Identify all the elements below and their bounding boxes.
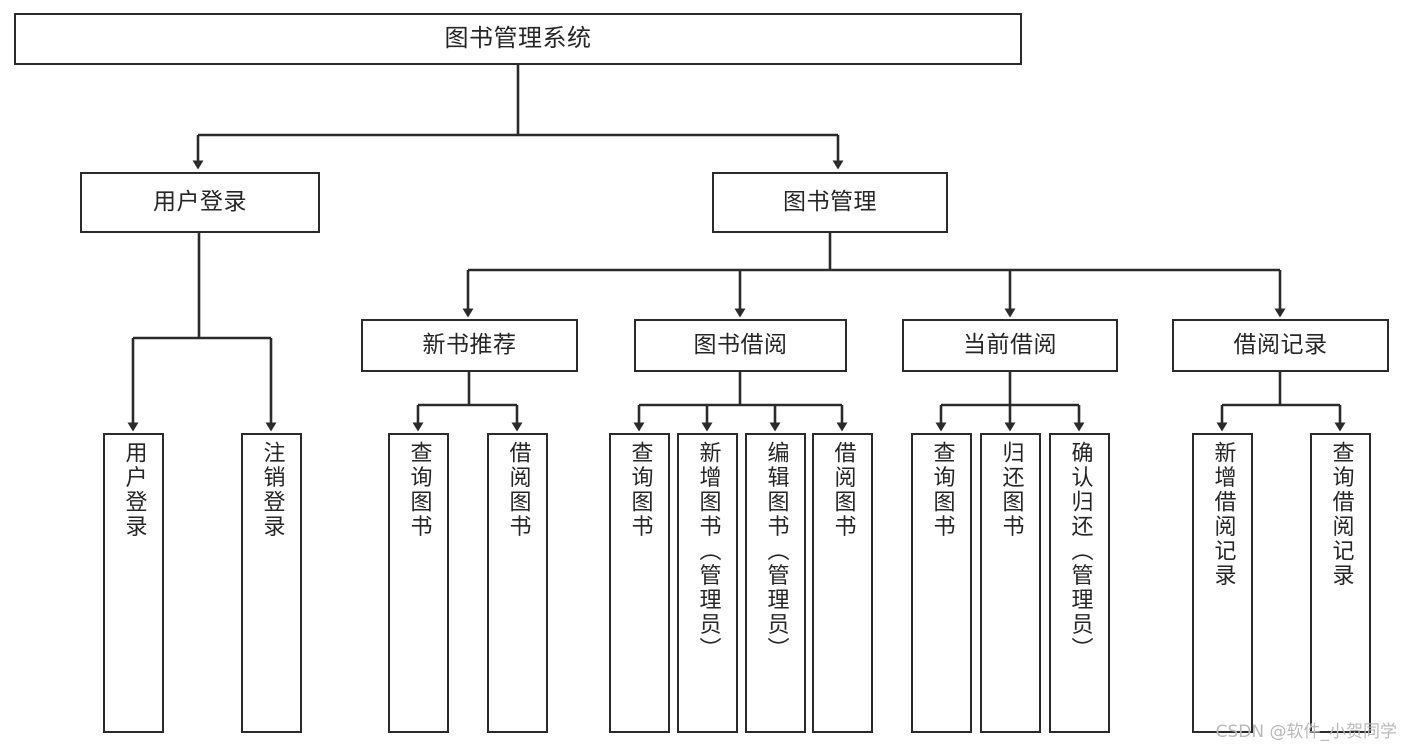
leaf-confirm-return[interactable]: 确认归还（管理员）	[1049, 433, 1110, 733]
node-current-borrow-label: 当前借阅	[963, 332, 1057, 359]
leaf-query-record-label: 查询借阅记录	[1328, 441, 1354, 588]
leaf-query-book-1[interactable]: 查询图书	[388, 433, 449, 733]
leaf-borrow-book-2-label: 借阅图书	[830, 441, 856, 539]
leaf-borrow-book-1-label: 借阅图书	[505, 441, 531, 539]
leaf-query-record[interactable]: 查询借阅记录	[1310, 433, 1371, 733]
leaf-return-book-label: 归还图书	[998, 441, 1024, 539]
leaf-confirm-return-label: 确认归还（管理员）	[1067, 441, 1093, 662]
leaf-query-book-3-label: 查询图书	[929, 441, 955, 539]
leaf-borrow-book-2[interactable]: 借阅图书	[812, 433, 873, 733]
node-root-label: 图书管理系统	[444, 24, 592, 53]
node-book-borrow[interactable]: 图书借阅	[634, 319, 847, 372]
node-user-login-label: 用户登录	[153, 189, 247, 216]
leaf-user-login[interactable]: 用户登录	[103, 433, 164, 733]
leaf-query-book-2[interactable]: 查询图书	[609, 433, 670, 733]
leaf-edit-book[interactable]: 编辑图书（管理员）	[745, 433, 806, 733]
node-borrow-record-label: 借阅记录	[1233, 332, 1328, 359]
leaf-add-record[interactable]: 新增借阅记录	[1192, 433, 1253, 733]
leaf-add-book-label: 新增图书（管理员）	[695, 441, 721, 662]
leaf-query-book-2-label: 查询图书	[627, 441, 653, 539]
leaf-query-book-3[interactable]: 查询图书	[911, 433, 972, 733]
node-new-book-recommend-label: 新书推荐	[422, 332, 517, 359]
node-root[interactable]: 图书管理系统	[14, 13, 1022, 65]
node-book-borrow-label: 图书借阅	[693, 332, 788, 359]
leaf-logout-login[interactable]: 注销登录	[241, 433, 302, 733]
node-book-manage[interactable]: 图书管理	[712, 172, 948, 233]
node-new-book-recommend[interactable]: 新书推荐	[361, 319, 578, 372]
leaf-query-book-1-label: 查询图书	[406, 441, 432, 539]
leaf-user-login-label: 用户登录	[121, 441, 147, 539]
leaf-return-book[interactable]: 归还图书	[980, 433, 1041, 733]
node-user-login[interactable]: 用户登录	[80, 172, 320, 233]
node-current-borrow[interactable]: 当前借阅	[902, 319, 1118, 372]
leaf-edit-book-label: 编辑图书（管理员）	[763, 441, 789, 662]
leaf-add-book[interactable]: 新增图书（管理员）	[677, 433, 738, 733]
node-book-manage-label: 图书管理	[783, 189, 877, 216]
leaf-borrow-book-1[interactable]: 借阅图书	[487, 433, 548, 733]
node-borrow-record[interactable]: 借阅记录	[1172, 319, 1389, 372]
leaf-logout-login-label: 注销登录	[259, 441, 285, 539]
leaf-add-record-label: 新增借阅记录	[1210, 441, 1236, 588]
csdn-watermark: CSDN @软件_小贺同学	[1215, 722, 1397, 742]
